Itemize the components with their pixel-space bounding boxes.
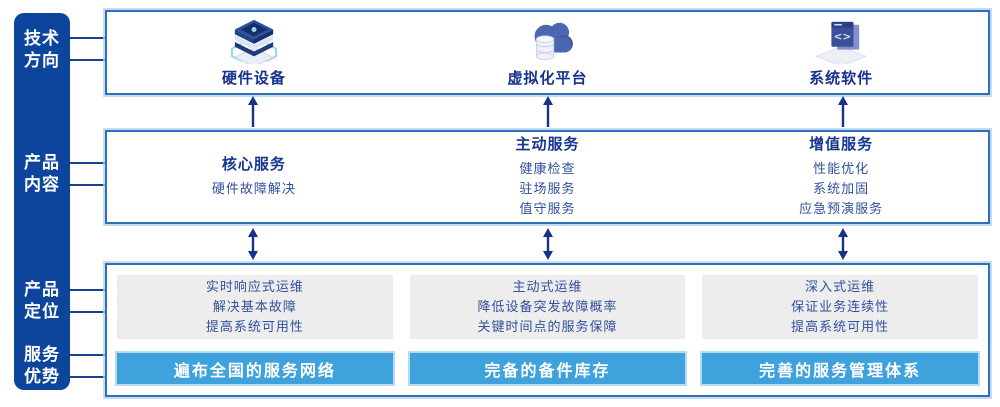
advantage-bar: 完善的服务管理体系 bbox=[702, 353, 979, 384]
connector-line bbox=[68, 354, 107, 356]
category-sidebar: 技术 方向 产品 内容 产品 定位 服务 优势 bbox=[14, 13, 70, 390]
service-column-proactive: 主动服务 健康检查 驻场服务 值守服务 bbox=[401, 132, 695, 222]
positioning-line: 深入式运维 bbox=[805, 279, 876, 294]
connector-line bbox=[68, 59, 107, 61]
sidebar-label-line: 定位 bbox=[24, 302, 60, 321]
arrow-up-icon bbox=[838, 96, 848, 127]
service-column-title: 核心服务 bbox=[221, 156, 286, 173]
positioning-column-proactive: 主动式运维 降低设备突发故障概率 关键时间点的服务保障 完备的备件库存 bbox=[409, 275, 686, 385]
sidebar-label-line: 方向 bbox=[24, 51, 60, 70]
service-item: 健康检查 bbox=[519, 161, 576, 176]
service-column-value-added: 增值服务 性能优化 系统加固 应急预演服务 bbox=[694, 132, 988, 222]
sidebar-label-line: 产品 bbox=[24, 280, 60, 299]
connector-line bbox=[68, 184, 107, 186]
connector-line bbox=[68, 162, 107, 164]
arrow-up-icon bbox=[248, 96, 258, 127]
arrow-up-down-icon bbox=[248, 228, 258, 260]
service-item: 应急预演服务 bbox=[799, 201, 884, 216]
tech-item-label: 系统软件 bbox=[809, 69, 874, 87]
service-item: 驻场服务 bbox=[519, 181, 576, 196]
positioning-line: 降低设备突发故障概率 bbox=[477, 299, 618, 314]
service-item: 性能优化 bbox=[813, 161, 870, 176]
positioning-panel: 主动式运维 降低设备突发故障概率 关键时间点的服务保障 bbox=[409, 275, 686, 339]
connector-line bbox=[68, 289, 107, 291]
service-column-title: 主动服务 bbox=[515, 136, 580, 153]
positioning-line: 实时响应式运维 bbox=[205, 279, 304, 294]
tech-item-hardware: 硬件设备 bbox=[107, 12, 401, 93]
cloud-database-icon bbox=[534, 22, 573, 60]
sidebar-label-line: 技术 bbox=[24, 29, 60, 48]
tech-item-virtualization: 虚拟化平台 bbox=[401, 12, 695, 93]
product-positioning-box: 实时响应式运维 解决基本故障 提高系统可用性 遍布全国的服务网络 主动式运维 降… bbox=[105, 263, 990, 397]
positioning-line: 提高系统可用性 bbox=[205, 319, 304, 334]
sidebar-label-line: 优势 bbox=[24, 367, 60, 386]
arrow-up-icon bbox=[543, 96, 553, 127]
server-stack-icon bbox=[230, 19, 277, 64]
tech-direction-box: 硬件设备 虚拟化平台 <> bbox=[105, 10, 990, 95]
service-column-core: 核心服务 硬件故障解决 bbox=[107, 132, 401, 222]
tech-item-system-software: <> 系统软件 bbox=[694, 12, 988, 93]
sidebar-label-tech-direction: 技术 方向 bbox=[14, 28, 70, 72]
code-window-icon: <> bbox=[814, 21, 868, 64]
tech-item-label: 硬件设备 bbox=[221, 69, 286, 87]
service-item: 值守服务 bbox=[519, 201, 576, 216]
positioning-line: 保证业务连续性 bbox=[791, 299, 890, 314]
positioning-panel: 实时响应式运维 解决基本故障 提高系统可用性 bbox=[117, 275, 393, 339]
arrow-up-down-icon bbox=[543, 228, 553, 260]
sidebar-label-line: 内容 bbox=[24, 175, 60, 194]
sidebar-label-line: 服务 bbox=[24, 345, 60, 364]
arrow-up-down-icon bbox=[838, 228, 848, 260]
positioning-column-indepth: 深入式运维 保证业务连续性 提高系统可用性 完善的服务管理体系 bbox=[702, 275, 979, 385]
connector-line bbox=[68, 376, 107, 378]
advantage-bar: 完备的备件库存 bbox=[409, 353, 686, 384]
connector-line bbox=[68, 37, 107, 39]
connector-line bbox=[68, 311, 107, 313]
product-content-box: 核心服务 硬件故障解决 主动服务 健康检查 驻场服务 值守服务 增值服务 性能优… bbox=[105, 130, 990, 224]
sidebar-label-service-advantage: 服务 优势 bbox=[14, 344, 70, 388]
sidebar-label-product-positioning: 产品 定位 bbox=[14, 279, 70, 323]
tech-item-label: 虚拟化平台 bbox=[507, 69, 588, 87]
advantage-bar: 遍布全国的服务网络 bbox=[117, 353, 393, 384]
positioning-column-realtime: 实时响应式运维 解决基本故障 提高系统可用性 遍布全国的服务网络 bbox=[117, 275, 393, 385]
service-item: 硬件故障解决 bbox=[211, 181, 296, 196]
sidebar-label-line: 产品 bbox=[24, 153, 60, 172]
service-column-title: 增值服务 bbox=[809, 136, 874, 153]
sidebar-label-product-content: 产品 内容 bbox=[14, 152, 70, 196]
positioning-panel: 深入式运维 保证业务连续性 提高系统可用性 bbox=[702, 275, 979, 339]
positioning-line: 提高系统可用性 bbox=[791, 319, 890, 334]
positioning-line: 解决基本故障 bbox=[212, 299, 297, 314]
svg-text:<>: <> bbox=[834, 31, 852, 43]
positioning-line: 主动式运维 bbox=[512, 279, 583, 294]
service-item: 系统加固 bbox=[813, 181, 870, 196]
positioning-line: 关键时间点的服务保障 bbox=[477, 319, 618, 334]
